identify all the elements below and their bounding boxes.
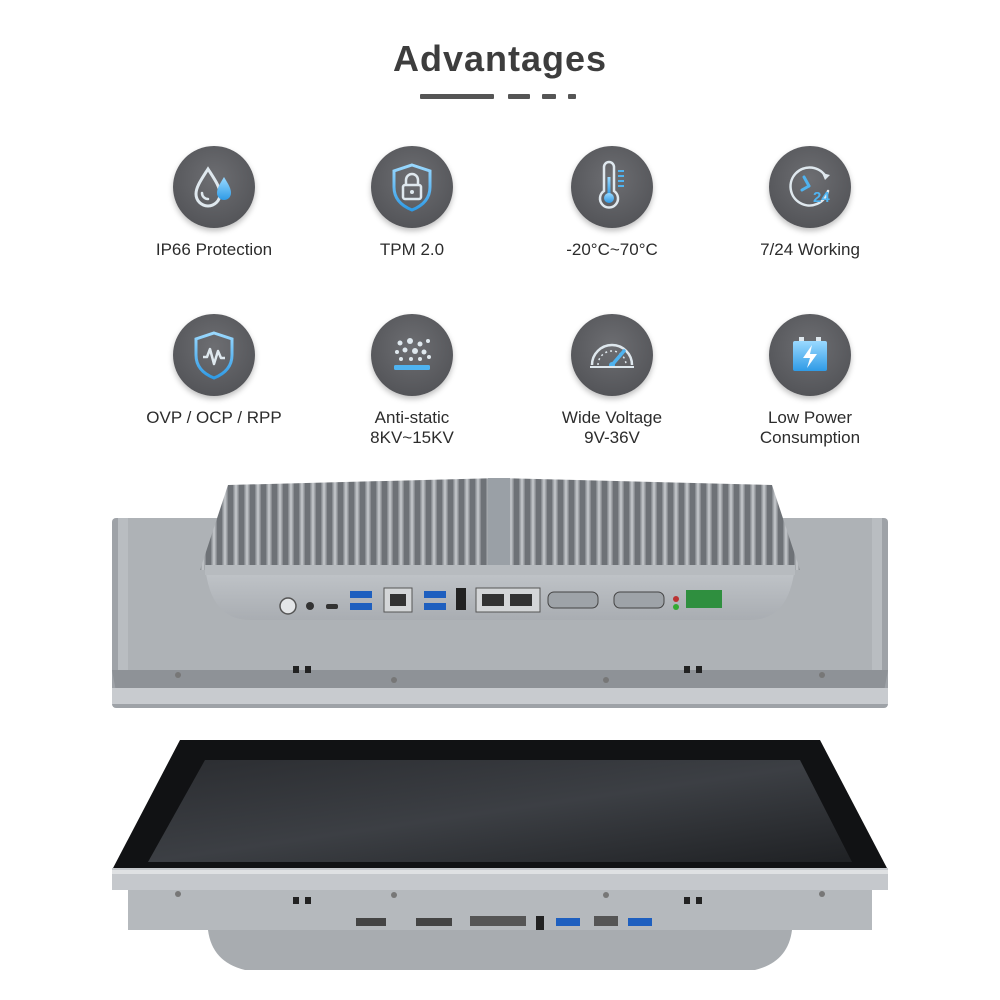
- battery-charge-icon: [769, 314, 851, 396]
- title-underline-decoration: [420, 94, 580, 100]
- water-drops-icon: [173, 146, 255, 228]
- static-particles-icon: [371, 314, 453, 396]
- feature-label: TPM 2.0: [379, 240, 445, 259]
- page-title: Advantages: [392, 38, 608, 79]
- feature-anti-static: Anti-static 8KV~15KV: [322, 314, 502, 448]
- feature-label: Anti-static 8KV~15KV: [370, 408, 454, 447]
- security-lock-icon: [371, 146, 453, 228]
- feature-temperature: -20°C~70°C: [522, 146, 702, 260]
- feature-tpm: TPM 2.0: [322, 146, 502, 260]
- product-illustration: [112, 478, 888, 970]
- feature-ip66: IP66 Protection: [124, 146, 304, 260]
- feature-protection: OVP / OCP / RPP: [124, 314, 304, 428]
- feature-label: Low Power Consumption: [759, 408, 861, 447]
- clock-24-icon: 24: [769, 146, 851, 228]
- shield-wave-icon: [173, 314, 255, 396]
- feature-label: Wide Voltage 9V-36V: [561, 408, 663, 447]
- feature-label: 7/24 Working: [760, 240, 860, 259]
- svg-text:24: 24: [813, 189, 830, 206]
- panel-pc-front-view: [112, 740, 888, 970]
- feature-wide-voltage: Wide Voltage 9V-36V: [522, 314, 702, 448]
- gauge-icon: [571, 314, 653, 396]
- feature-label: IP66 Protection: [155, 240, 273, 259]
- feature-7-24: 24 7/24 Working: [720, 146, 900, 260]
- feature-label: -20°C~70°C: [566, 240, 658, 259]
- feature-label: OVP / OCP / RPP: [146, 408, 282, 427]
- feature-low-power: Low Power Consumption: [720, 314, 900, 448]
- thermometer-icon: [571, 146, 653, 228]
- panel-pc-rear-view: [112, 478, 888, 708]
